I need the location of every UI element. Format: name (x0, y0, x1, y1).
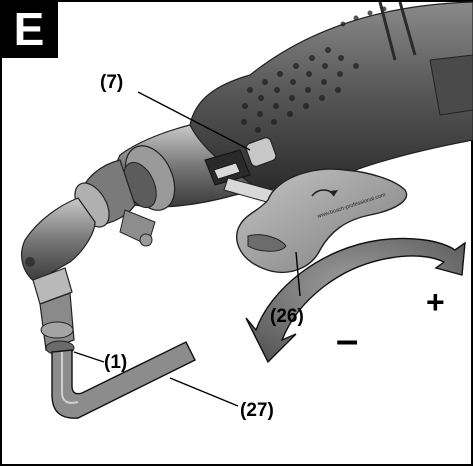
grip-texture (241, 6, 387, 133)
allen-key (51, 341, 196, 419)
label-torx-key: (26) (270, 306, 304, 327)
rotation-plus-sign: + (426, 284, 445, 320)
label-allen-key: (27) (240, 400, 274, 421)
rotation-arrow (245, 237, 466, 364)
angle-head (21, 197, 96, 283)
label-tool-lock-button: (7) (100, 72, 124, 93)
leader-lines (73, 91, 301, 407)
tool-holder (32, 267, 73, 305)
figure-badge: E (0, 0, 58, 58)
rotation-minus-sign: – (336, 318, 359, 362)
label-tool-holder: (1) (104, 352, 128, 373)
spindle-lock-button (245, 137, 277, 167)
